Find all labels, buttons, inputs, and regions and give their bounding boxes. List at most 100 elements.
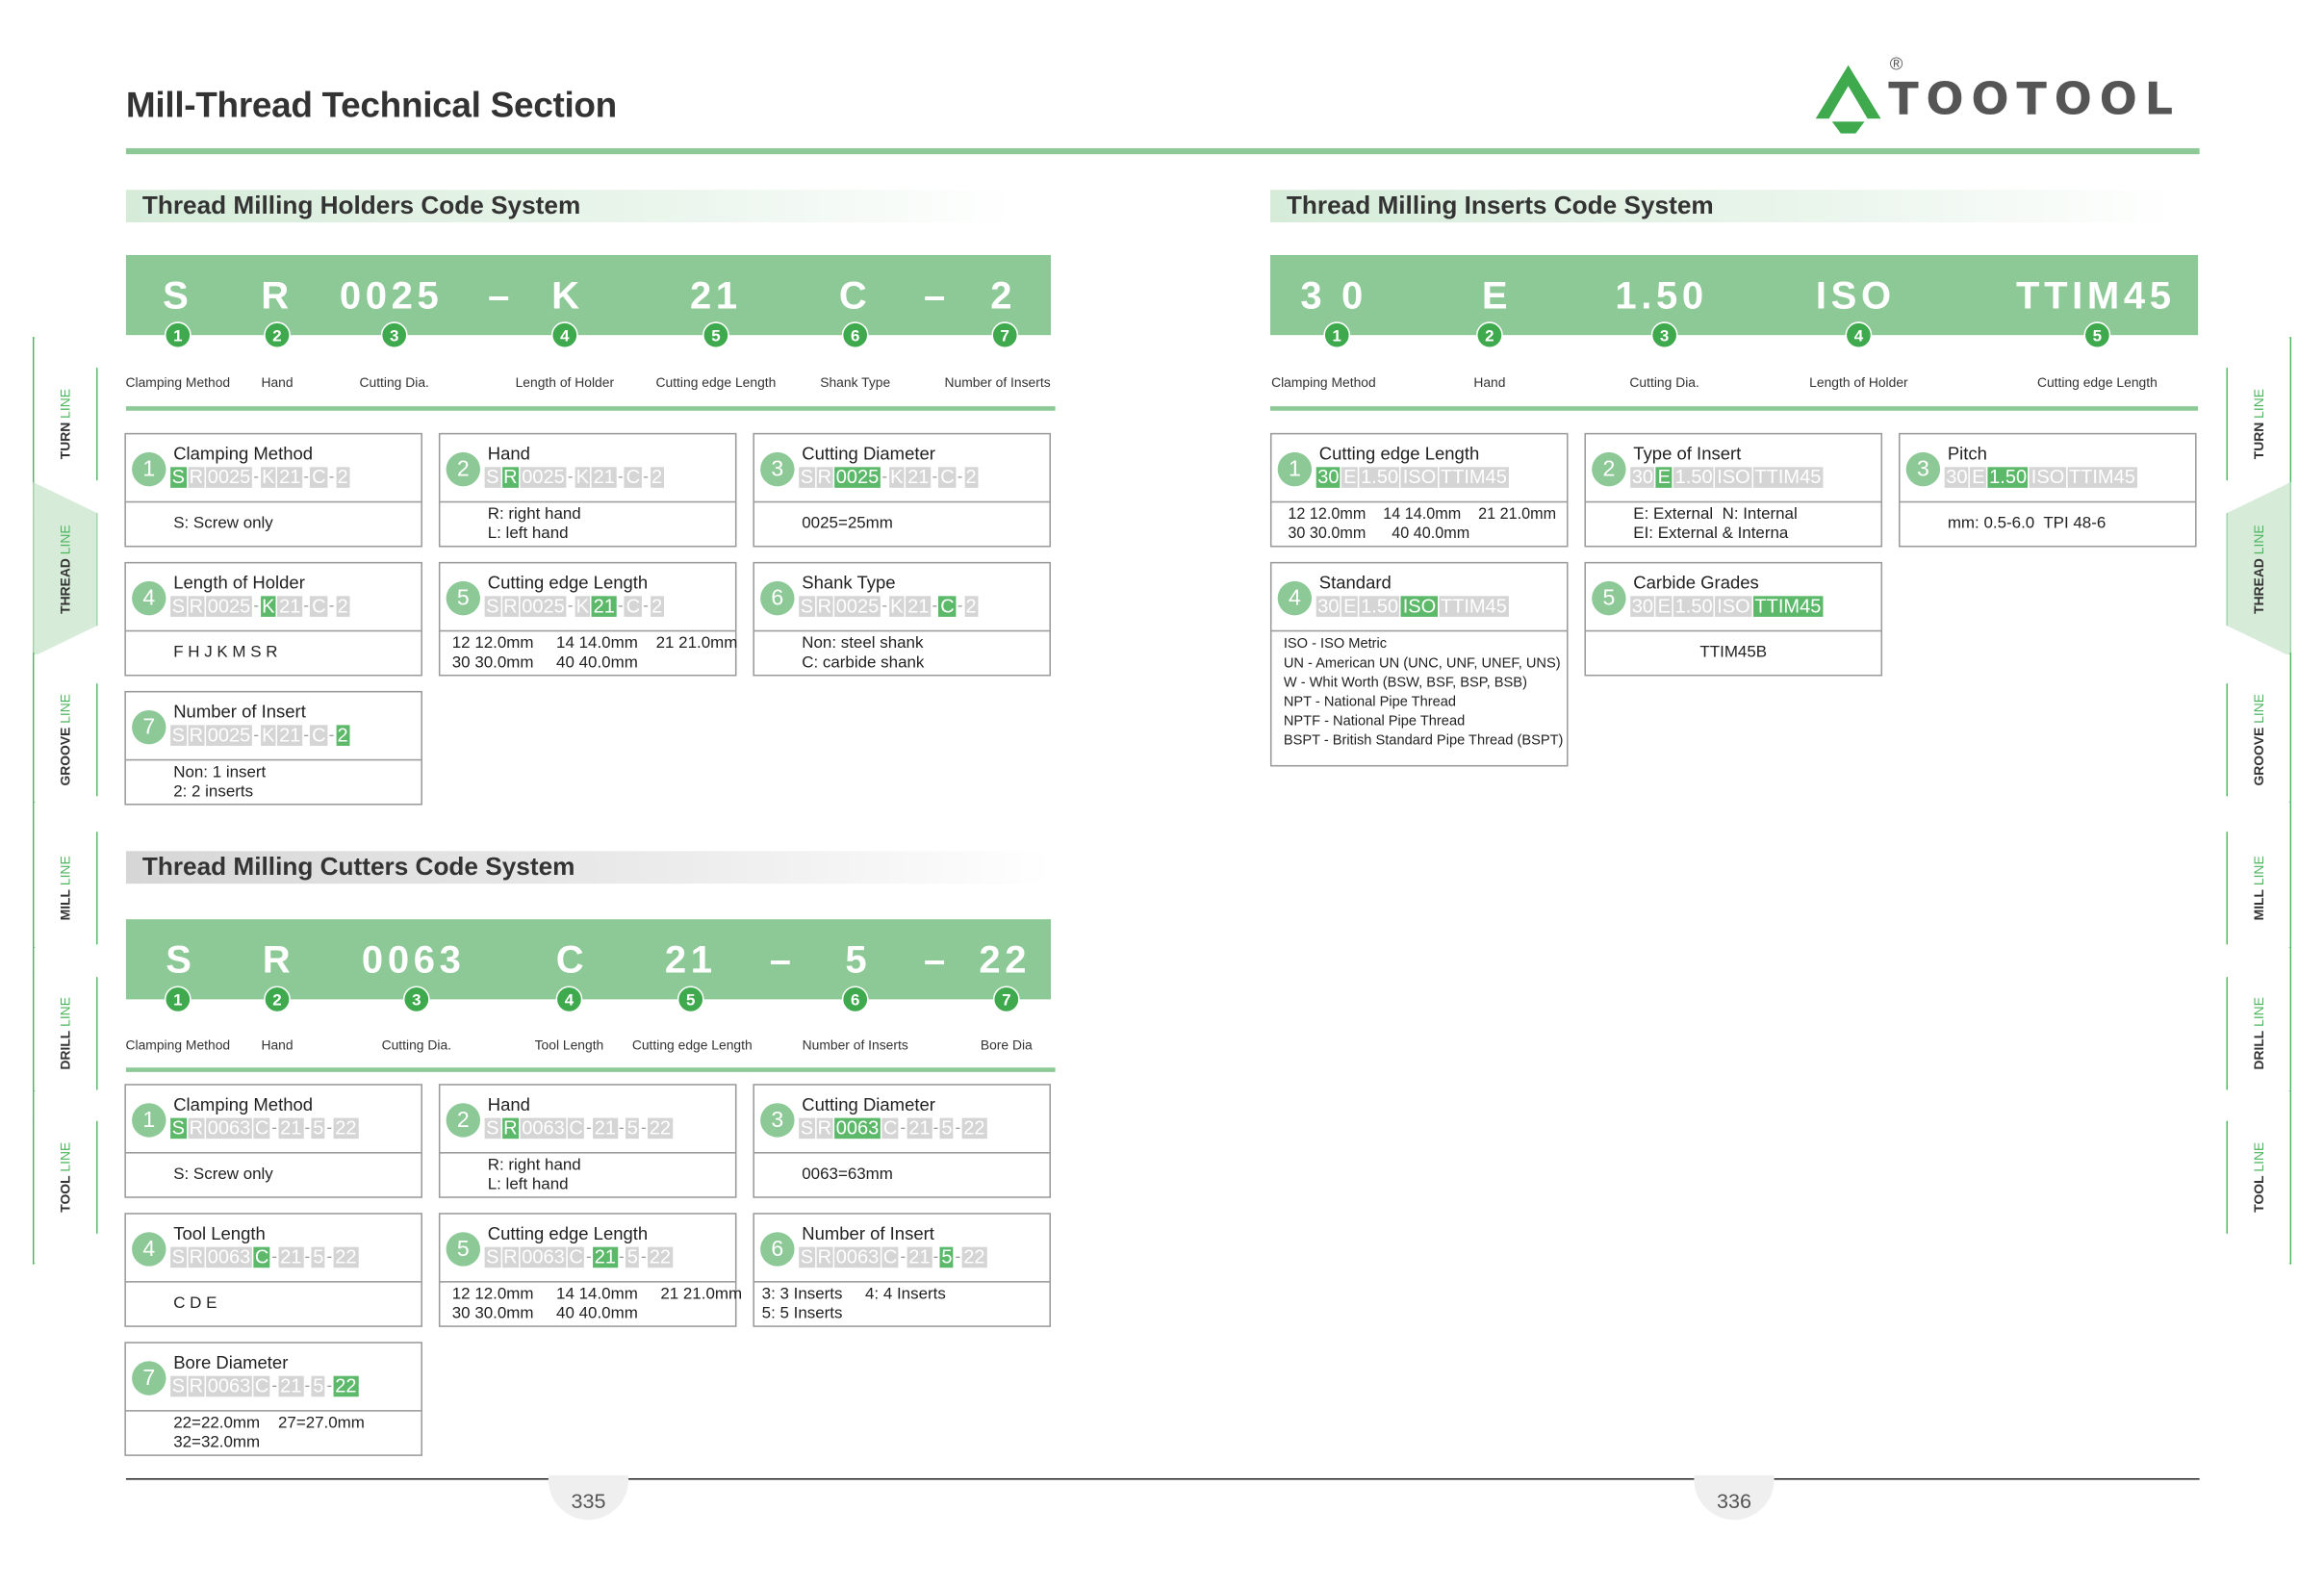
side-tab-label-suffix: LINE bbox=[58, 1141, 73, 1176]
side-tab-mill[interactable]: MILL LINE bbox=[2226, 800, 2292, 976]
code-chip: K bbox=[260, 465, 276, 488]
code-chip: 30 bbox=[1944, 465, 1970, 488]
code-chip: S bbox=[799, 465, 815, 488]
side-tab-label-suffix: LINE bbox=[2251, 389, 2266, 423]
box-number-badge: 7 bbox=[132, 1361, 166, 1396]
code-chip: S bbox=[799, 1245, 815, 1268]
side-tab-thread[interactable]: THREAD LINE bbox=[32, 481, 98, 657]
box-description: mm: 0.5-6.0 TPI 48-6 bbox=[1947, 514, 2107, 533]
side-tab-turn[interactable]: TURN LINE bbox=[32, 336, 98, 512]
code-chip: 2 bbox=[650, 465, 664, 488]
inserts-code-label: Length of Holder bbox=[1809, 374, 1908, 391]
side-tab-tool[interactable]: TOOL LINE bbox=[2226, 1089, 2292, 1266]
code-chip: 5 bbox=[626, 1116, 640, 1140]
page-number-right: 336 bbox=[1694, 1474, 1775, 1521]
code-chip: 22 bbox=[333, 1116, 359, 1140]
code-chip: C bbox=[567, 1245, 585, 1268]
code-chip: 21 bbox=[593, 1245, 618, 1268]
code-chip: C bbox=[938, 465, 957, 488]
code-chip: 21 bbox=[593, 1116, 618, 1140]
box-description: F H J K M S R bbox=[173, 643, 278, 662]
code-chip-separator: - bbox=[303, 597, 310, 616]
code-chip: S bbox=[799, 594, 815, 617]
code-chip-separator: - bbox=[617, 468, 624, 487]
side-tab-drill[interactable]: DRILL LINE bbox=[2226, 945, 2292, 1121]
holders-code-number: 2 bbox=[264, 321, 291, 349]
side-tab-groove[interactable]: GROOVE LINE bbox=[32, 652, 98, 828]
holders-code-label: Cutting Dia. bbox=[359, 374, 429, 391]
code-chip: 2 bbox=[650, 594, 664, 617]
side-tab-label-main: MILL bbox=[58, 888, 73, 921]
box-number-badge: 3 bbox=[1905, 451, 1941, 487]
code-chip: 22 bbox=[961, 1116, 987, 1140]
code-chip: R bbox=[188, 1116, 205, 1140]
box-title: Number of Insert bbox=[802, 1222, 934, 1244]
code-chip-separator: - bbox=[567, 597, 574, 616]
inserts-code-label: Clamping Method bbox=[1271, 374, 1376, 391]
code-chip: S bbox=[799, 1116, 815, 1140]
inserts-code-segment: E bbox=[1481, 272, 1513, 318]
cutters-code-label: Cutting edge Length bbox=[631, 1037, 753, 1053]
code-chip: S bbox=[170, 1116, 187, 1140]
side-tab-tool[interactable]: TOOL LINE bbox=[32, 1089, 98, 1266]
brand-logo: ® TOOTOOL bbox=[1811, 53, 2204, 137]
code-chip-separator: - bbox=[304, 1377, 311, 1396]
side-tab-groove[interactable]: GROOVE LINE bbox=[2226, 652, 2292, 828]
side-tab-label: GROOVE LINE bbox=[2252, 694, 2266, 786]
holders-code-segment: K bbox=[551, 272, 584, 318]
code-chip: C bbox=[253, 1374, 270, 1397]
code-chip-separator: - bbox=[328, 597, 335, 616]
box-description: TTIM45B bbox=[1699, 643, 1768, 662]
holders-code-number: 4 bbox=[550, 321, 578, 349]
code-chip: 0025 bbox=[206, 594, 252, 617]
side-tab-thread[interactable]: THREAD LINE bbox=[2226, 481, 2292, 657]
code-chip: S bbox=[484, 594, 501, 617]
code-chip: 5 bbox=[311, 1116, 325, 1140]
code-chip: 21 bbox=[277, 465, 302, 488]
side-tab-label-suffix: LINE bbox=[2251, 856, 2266, 889]
side-tab-label-main: THREAD bbox=[2251, 558, 2266, 614]
code-chip: S bbox=[484, 1245, 501, 1268]
code-chip: 21 bbox=[907, 1116, 932, 1140]
side-tab-label-suffix: LINE bbox=[2251, 997, 2266, 1031]
code-chip: 22 bbox=[333, 1374, 359, 1397]
side-tab-turn[interactable]: TURN LINE bbox=[2226, 336, 2292, 512]
code-chip: 22 bbox=[333, 1245, 359, 1268]
code-chip: E bbox=[1341, 594, 1359, 617]
inserts-code-band bbox=[1269, 254, 2199, 336]
code-chip: 21 bbox=[907, 1245, 932, 1268]
box-number-badge: 1 bbox=[1277, 451, 1313, 487]
side-tab-mill[interactable]: MILL LINE bbox=[32, 800, 98, 976]
box-description: 0063=63mm bbox=[802, 1165, 893, 1184]
code-chip: 30 bbox=[1630, 594, 1655, 617]
code-chip: 21 bbox=[277, 723, 302, 746]
code-chip: 0025 bbox=[520, 465, 567, 488]
code-chip: TTIM45 bbox=[2067, 465, 2137, 488]
code-chip-separator: - bbox=[619, 1248, 625, 1267]
code-chip: 0063 bbox=[520, 1116, 567, 1140]
box-title: Type of Insert bbox=[1633, 443, 1742, 465]
cutters-code-number: 1 bbox=[164, 986, 192, 1013]
box-description: R: right hand L: left hand bbox=[487, 505, 581, 543]
code-chip: 1.50 bbox=[1359, 594, 1400, 617]
page-number-left: 335 bbox=[548, 1474, 629, 1521]
code-chip: 30 bbox=[1630, 465, 1655, 488]
code-chip: R bbox=[816, 1116, 833, 1140]
holders-rule bbox=[125, 406, 1056, 411]
code-chip-separator: - bbox=[271, 1119, 278, 1138]
code-chip: 5 bbox=[311, 1374, 325, 1397]
